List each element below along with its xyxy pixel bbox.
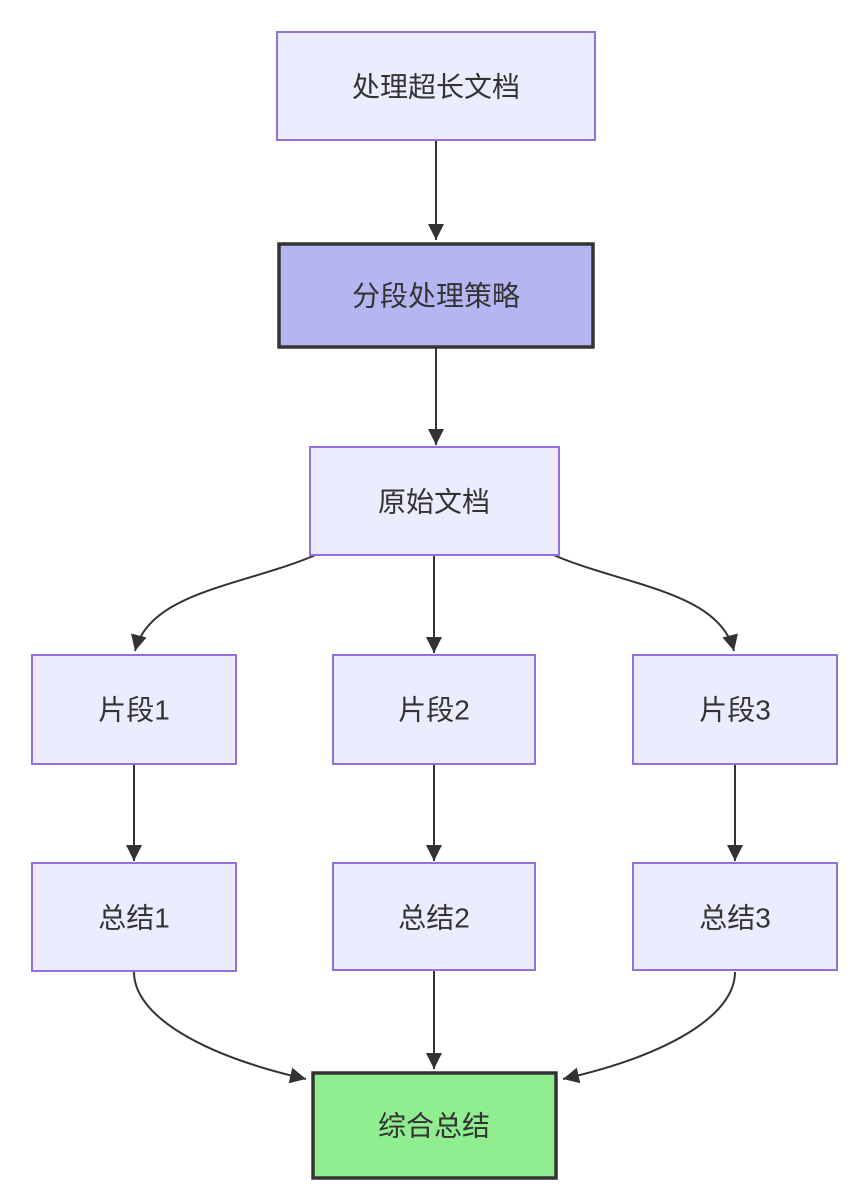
node-label: 片段2	[398, 695, 470, 726]
node-rect	[332, 862, 536, 971]
node-summary-1: 总结1	[31, 862, 237, 972]
node-process-long-document: 处理超长文档	[276, 31, 596, 141]
node-fragment-1: 片段1	[31, 654, 237, 765]
node-label: 总结1	[98, 903, 170, 934]
edge-summary-3-to-final	[562, 971, 736, 1084]
node-label: 原始文档	[378, 487, 490, 518]
edges	[126, 140, 743, 1084]
node-rect	[309, 446, 560, 556]
node-label: 处理超长文档	[352, 72, 520, 103]
node-label: 分段处理策略	[352, 281, 520, 312]
node-rect	[332, 654, 536, 765]
node-rect	[276, 31, 596, 141]
node-summary-3: 总结3	[632, 862, 838, 971]
node-label: 片段1	[98, 695, 170, 726]
node-segmentation-strategy: 分段处理策略	[277, 242, 595, 349]
node-summary-2: 总结2	[332, 862, 536, 971]
node-label: 总结2	[398, 903, 470, 934]
node-label: 综合总结	[378, 1111, 490, 1142]
edge-original-to-fragment-3	[548, 552, 738, 652]
node-label: 片段3	[699, 695, 771, 726]
edge-original-to-fragment-1	[131, 552, 321, 652]
node-fragment-3: 片段3	[632, 654, 838, 765]
node-final-summary: 综合总结	[311, 1071, 558, 1180]
node-rect	[632, 862, 838, 971]
node-rect	[277, 242, 595, 349]
node-rect	[31, 862, 237, 972]
node-original-document: 原始文档	[309, 446, 560, 556]
edge-summary-1-to-final	[133, 971, 307, 1084]
node-rect	[31, 654, 237, 765]
node-rect	[632, 654, 838, 765]
node-fragment-2: 片段2	[332, 654, 536, 765]
node-rect	[311, 1071, 558, 1180]
node-label: 总结3	[699, 903, 771, 934]
